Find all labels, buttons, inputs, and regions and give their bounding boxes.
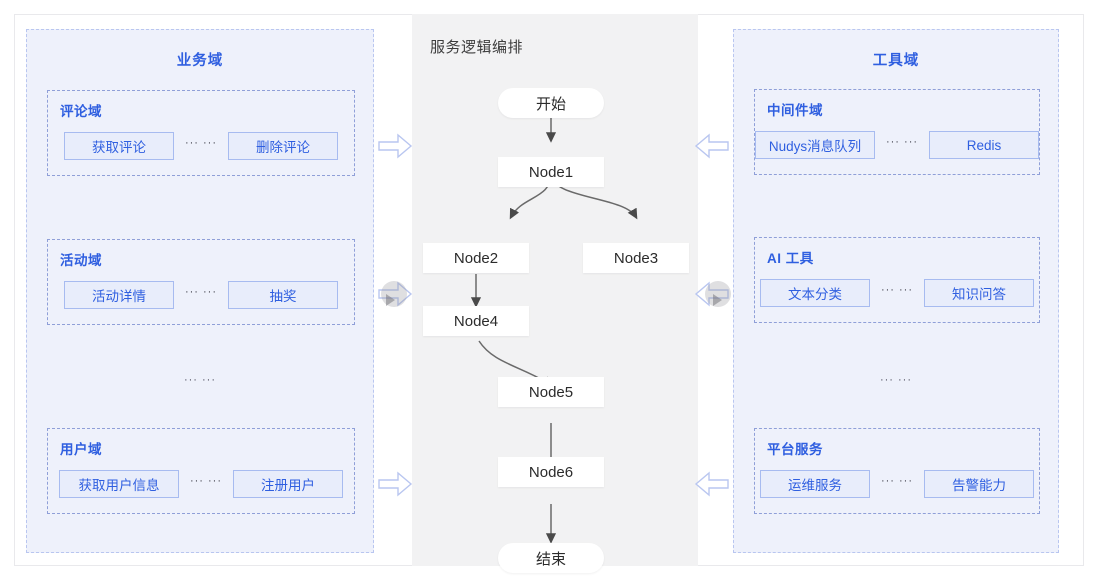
group-chip-row: 活动详情 ··· ··· 抽奖 [48, 280, 354, 310]
arrow-left-icon [694, 133, 729, 159]
group-title: 评论域 [60, 104, 102, 119]
arrow-right-icon [378, 281, 413, 307]
chip-get-user-info[interactable]: 获取用户信息 [58, 470, 179, 498]
group-comment-domain[interactable]: 评论域 获取评论 ··· ··· 删除评论 [47, 90, 355, 176]
group-title: 平台服务 [767, 442, 823, 457]
group-title: 用户域 [60, 442, 102, 457]
group-title: AI 工具 [767, 251, 814, 266]
group-chip-row: 文本分类 ··· ··· 知识问答 [755, 278, 1039, 308]
chip-alert-capability[interactable]: 告警能力 [924, 470, 1035, 498]
group-title: 中间件域 [767, 103, 823, 118]
chip-separator-dots: ··· ··· [184, 285, 218, 298]
chip-separator-dots: ··· ··· [880, 474, 914, 487]
chip-redis[interactable]: Redis [929, 131, 1040, 159]
chip-separator-dots: ··· ··· [880, 283, 914, 296]
chip-register-user[interactable]: 注册用户 [233, 470, 344, 498]
flow-node-node3[interactable]: Node3 [583, 243, 689, 273]
chip-lottery[interactable]: 抽奖 [228, 281, 339, 309]
flow-node-end[interactable]: 结束 [498, 543, 604, 573]
group-middleware-domain[interactable]: 中间件域 Nudys消息队列 ··· ··· Redis [754, 89, 1040, 175]
flow-node-start[interactable]: 开始 [498, 88, 604, 118]
chip-ops-service[interactable]: 运维服务 [759, 470, 870, 498]
flow-node-node6[interactable]: Node6 [498, 457, 604, 487]
panel-ellipsis: ··· ··· [183, 374, 217, 386]
flow-node-node5[interactable]: Node5 [498, 377, 604, 407]
group-user-domain[interactable]: 用户域 获取用户信息 ··· ··· 注册用户 [47, 428, 355, 514]
flow-node-node4[interactable]: Node4 [423, 306, 529, 336]
group-activity-domain[interactable]: 活动域 活动详情 ··· ··· 抽奖 [47, 239, 355, 325]
group-title: 活动域 [60, 253, 102, 268]
arrow-right-icon [378, 133, 413, 159]
chip-knowledge-qa[interactable]: 知识问答 [924, 279, 1035, 307]
business-domain-panel[interactable]: 业务域 评论域 获取评论 ··· ··· 删除评论 活动域 活动详情 ··· ·… [26, 29, 374, 553]
chip-separator-dots: ··· ··· [189, 474, 223, 487]
chip-activity-detail[interactable]: 活动详情 [63, 281, 174, 309]
cursor-pointer-artifact [713, 294, 722, 306]
service-orchestration-title: 服务逻辑编排 [430, 39, 524, 56]
chip-separator-dots: ··· ··· [885, 135, 919, 148]
tool-domain-panel[interactable]: 工具域 中间件域 Nudys消息队列 ··· ··· Redis AI 工具 文… [733, 29, 1059, 553]
chip-text-classification[interactable]: 文本分类 [759, 279, 870, 307]
chip-nudys-mq[interactable]: Nudys消息队列 [754, 131, 875, 159]
group-chip-row: 获取用户信息 ··· ··· 注册用户 [48, 469, 354, 499]
group-platform-service[interactable]: 平台服务 运维服务 ··· ··· 告警能力 [754, 428, 1040, 514]
chip-separator-dots: ··· ··· [184, 136, 218, 149]
group-chip-row: 获取评论 ··· ··· 删除评论 [48, 131, 354, 161]
flow-node-node1[interactable]: Node1 [498, 157, 604, 187]
group-ai-tools[interactable]: AI 工具 文本分类 ··· ··· 知识问答 [754, 237, 1040, 323]
group-chip-row: Nudys消息队列 ··· ··· Redis [754, 130, 1040, 160]
chip-delete-comment[interactable]: 删除评论 [228, 132, 339, 160]
flow-node-node2[interactable]: Node2 [423, 243, 529, 273]
arrow-right-icon [378, 471, 413, 497]
cursor-pointer-artifact [386, 294, 395, 306]
panel-ellipsis: ··· ··· [879, 374, 913, 386]
service-orchestration-panel: 服务逻辑编排 [412, 14, 698, 573]
group-chip-row: 运维服务 ··· ··· 告警能力 [755, 469, 1039, 499]
business-domain-title: 业务域 [176, 53, 224, 69]
arrow-left-icon [694, 471, 729, 497]
tool-domain-title: 工具域 [872, 53, 920, 69]
chip-get-comment[interactable]: 获取评论 [63, 132, 174, 160]
arrow-left-icon [694, 281, 729, 307]
